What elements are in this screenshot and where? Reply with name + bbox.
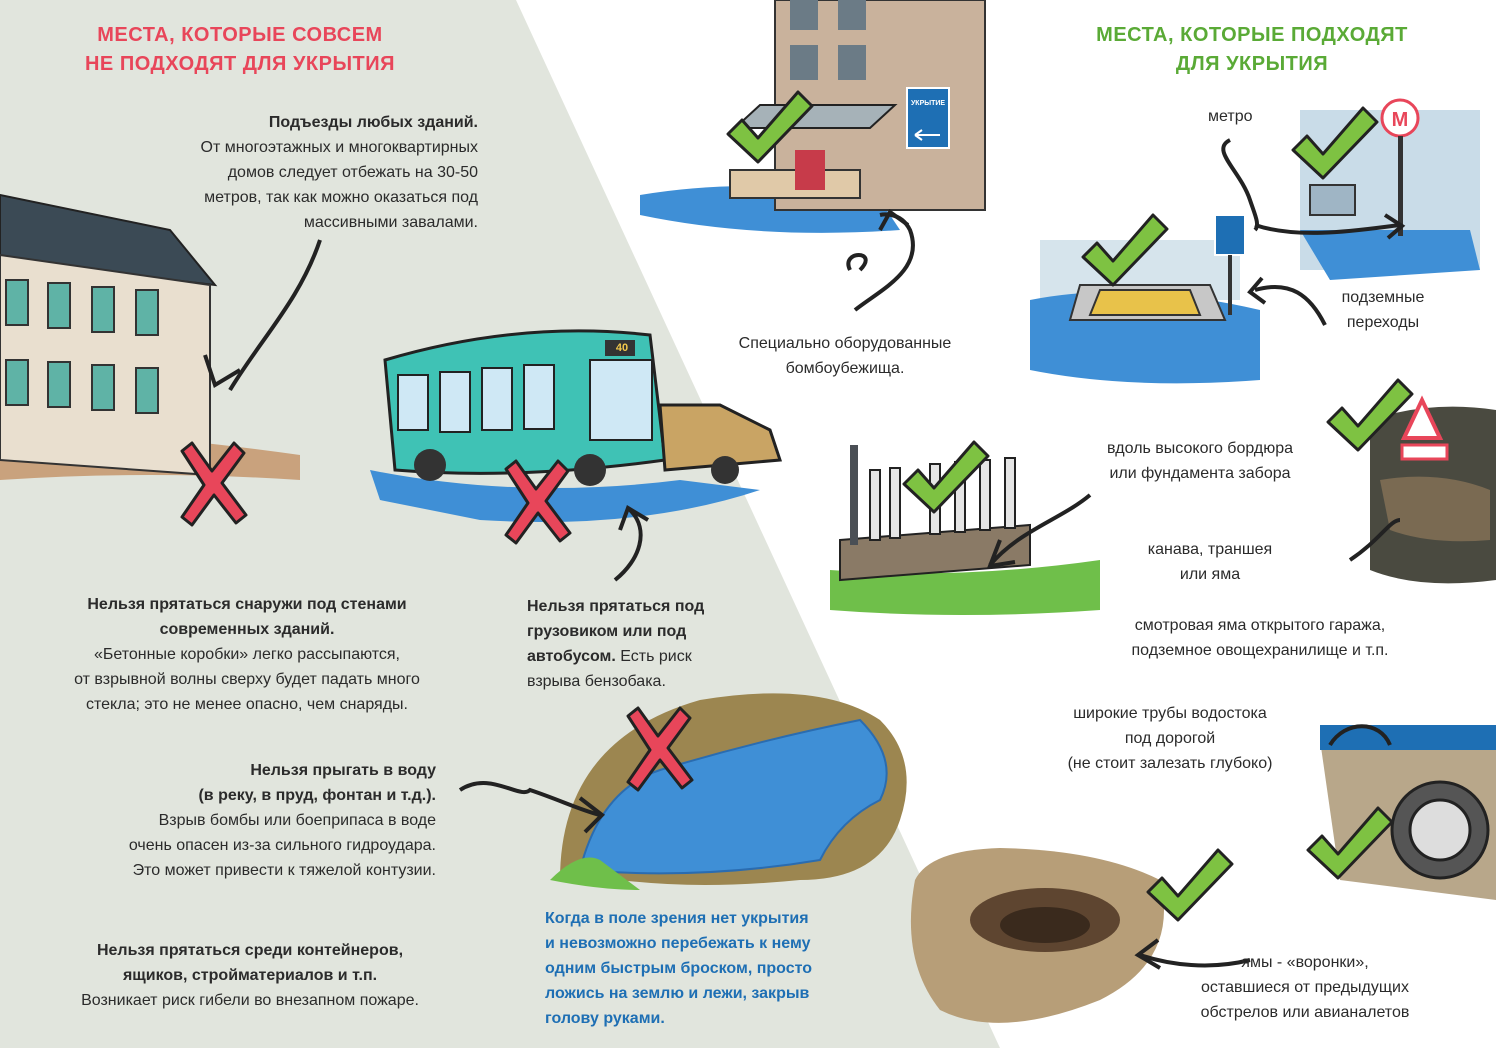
- bus-route-number: 40: [615, 342, 629, 354]
- building-walls-note: Нельзя прятаться снаружи под стенами сов…: [74, 596, 420, 713]
- bus-illustration: [370, 329, 783, 582]
- ditch-illustration: [1348, 395, 1496, 584]
- drain-pipes-label: широкие трубы водостока под дорогой (не …: [1067, 705, 1273, 772]
- underpasses-label: подземные переходы: [1341, 289, 1425, 331]
- pipe-illustration: [1320, 724, 1496, 900]
- unsafe-places-heading: МЕСТА, КОТОРЫЕ СОВСЕМ НЕ ПОДХОДЯТ ДЛЯ УК…: [84, 24, 395, 75]
- shelter-sign-text: УКРЫТИЕ: [911, 100, 945, 107]
- lie-down-advice: Когда в поле зрения нет укрытия и невозм…: [545, 910, 812, 1027]
- underpass-illustration: [1030, 214, 1327, 384]
- craters-label: ямы - «воронки», оставшиеся от предыдущи…: [1200, 954, 1410, 1021]
- safe-places-heading: МЕСТА, КОТОРЫЕ ПОДХОДЯТ ДЛЯ УКРЫТИЯ: [1096, 24, 1408, 75]
- curb-label: вдоль высокого бордюра или фундамента за…: [1106, 440, 1294, 482]
- garage-pit-label: смотровая яма открытого гаража, подземно…: [1131, 617, 1389, 659]
- metro-label: метро: [1208, 108, 1253, 125]
- building-illustration: [0, 193, 322, 480]
- check-mark: [902, 440, 990, 514]
- entrances-note: Подъезды любых зданий. От многоэтажных и…: [200, 114, 478, 231]
- vehicles-note: Нельзя прятаться под грузовиком или под …: [527, 598, 705, 690]
- fence-illustration: [830, 445, 1100, 615]
- water-note: Нельзя прыгать в воду (в реку, в пруд, ф…: [128, 762, 436, 879]
- shelter-building-illustration: УКРЫТИЕ: [640, 0, 986, 312]
- metro-sign-text: М: [1392, 109, 1409, 131]
- containers-note: Нельзя прятаться среди контейнеров, ящик…: [81, 942, 419, 1009]
- river-illustration: [458, 693, 907, 890]
- ditch-label: канава, траншея или яма: [1147, 541, 1273, 583]
- bomb-shelters-label: Специально оборудованные бомбоубежища.: [738, 335, 952, 377]
- crater-illustration: [910, 848, 1251, 1023]
- metro-illustration: М: [1221, 98, 1480, 280]
